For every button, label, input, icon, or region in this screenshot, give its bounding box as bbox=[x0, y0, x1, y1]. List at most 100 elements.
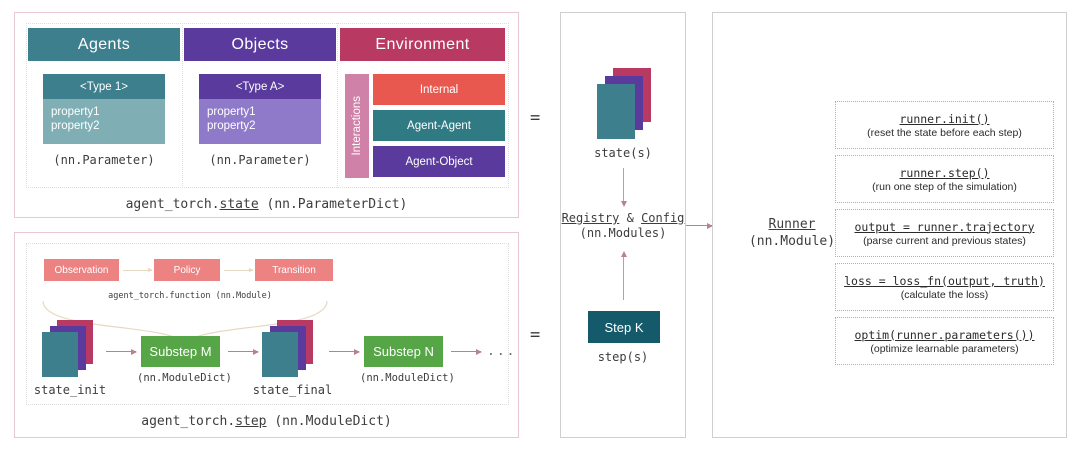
api-item-optim[interactable]: optim(runner.parameters()) (optimize lea… bbox=[835, 317, 1054, 365]
objects-header: Objects bbox=[184, 28, 336, 61]
environment-header-label: Environment bbox=[375, 35, 470, 53]
state-panel-caption: agent_torch.state (nn.ParameterDict) bbox=[15, 197, 518, 212]
substep-m-label: Substep M bbox=[149, 344, 212, 359]
interaction-agent-agent-label: Agent-Agent bbox=[407, 119, 471, 132]
column-divider-1 bbox=[182, 23, 183, 188]
objects-footer-label: (nn.Parameter) bbox=[209, 153, 311, 167]
substep-n-label: Substep N bbox=[373, 344, 434, 359]
api-trajectory-description: (parse current and previous states) bbox=[863, 234, 1026, 247]
interactions-bar: Interactions bbox=[345, 74, 369, 178]
state-init-stack bbox=[41, 320, 97, 378]
interaction-box-agent-object: Agent-Object bbox=[373, 146, 505, 177]
function-caption-label: agent_torch.function (nn.Module) bbox=[108, 291, 272, 301]
api-init-description: (reset the state before each step) bbox=[867, 126, 1022, 139]
step-panel: Observation Policy Transition agent_torc… bbox=[14, 232, 519, 438]
step-caption-keyword: step bbox=[235, 414, 267, 429]
objects-property-2: property2 bbox=[207, 120, 256, 132]
substep-n-module-label: (nn.ModuleDict) bbox=[360, 372, 455, 384]
runner-subtitle: (nn.Module) bbox=[748, 234, 836, 249]
substep-m-module-label: (nn.ModuleDict) bbox=[137, 372, 232, 384]
registry-config-sub-label: (nn.Modules) bbox=[579, 226, 667, 240]
objects-header-label: Objects bbox=[231, 35, 289, 53]
step-k-label: Step K bbox=[604, 319, 644, 335]
transition-label: Transition bbox=[272, 264, 316, 276]
runner-title: Runner bbox=[768, 217, 816, 232]
function-box-transition: Transition bbox=[255, 259, 333, 281]
runner-title-block: Runner (nn.Module) bbox=[737, 216, 847, 250]
state-inner-dotted-region bbox=[26, 23, 509, 188]
interaction-agent-object-label: Agent-Object bbox=[405, 155, 473, 168]
function-box-policy: Policy bbox=[154, 259, 220, 281]
equals-bottom-label: = bbox=[530, 325, 541, 345]
interactions-label: Interactions bbox=[351, 96, 363, 156]
stack-layer-front bbox=[597, 84, 635, 139]
api-loss-signature: loss = loss_fn(output, truth) bbox=[844, 273, 1045, 288]
step-inner-dotted-region bbox=[26, 243, 509, 405]
step-k-box: Step K bbox=[588, 311, 660, 343]
substep-m-caption: (nn.ModuleDict) bbox=[137, 372, 232, 384]
middle-panel: state(s) Registry & Config (nn.Modules) … bbox=[560, 12, 686, 438]
api-optim-signature: optim(runner.parameters()) bbox=[854, 327, 1035, 342]
state-caption-prefix: agent_torch. bbox=[125, 197, 220, 212]
objects-properties: property1 property2 bbox=[199, 99, 321, 144]
registry-amp: & bbox=[619, 211, 642, 225]
function-box-observation: Observation bbox=[44, 259, 119, 281]
arrow-substep-m-to-state-final bbox=[228, 348, 259, 355]
stack-layer-front bbox=[262, 332, 298, 377]
agents-header: Agents bbox=[28, 28, 180, 61]
agents-type-header: <Type 1> bbox=[43, 74, 165, 99]
arrow-policy-to-transition bbox=[224, 268, 254, 272]
substep-n-box: Substep N bbox=[364, 336, 443, 367]
agents-type-label: <Type 1> bbox=[80, 80, 128, 93]
observation-label: Observation bbox=[54, 264, 109, 276]
api-item-loss[interactable]: loss = loss_fn(output, truth) (calculate… bbox=[835, 263, 1054, 311]
arrow-states-to-registry bbox=[620, 168, 627, 207]
steps-label-wrap: step(s) bbox=[561, 350, 685, 364]
equals-sign-top: = bbox=[530, 108, 540, 128]
arrow-observation-to-policy bbox=[123, 268, 153, 272]
runner-panel: Runner (nn.Module) runner.init() (reset … bbox=[712, 12, 1067, 438]
states-label: state(s) bbox=[594, 146, 652, 160]
state-caption-suffix: (nn.ParameterDict) bbox=[258, 197, 408, 212]
registry-config-sub: (nn.Modules) bbox=[561, 226, 685, 240]
states-label-wrap: state(s) bbox=[561, 146, 685, 160]
agents-properties: property1 property2 bbox=[43, 99, 165, 144]
api-optim-description: (optimize learnable parameters) bbox=[870, 342, 1019, 355]
arrow-step-to-registry bbox=[620, 251, 627, 300]
api-loss-description: (calculate the loss) bbox=[900, 288, 989, 301]
interaction-box-internal: Internal bbox=[373, 74, 505, 105]
substep-n-caption: (nn.ModuleDict) bbox=[360, 372, 455, 384]
state-init-label: state_init bbox=[33, 383, 107, 397]
policy-label: Policy bbox=[173, 264, 201, 276]
state-init-label-wrap: state_init bbox=[25, 383, 115, 397]
step-ellipsis-label: ... bbox=[487, 344, 517, 359]
arrow-state-init-to-substep-m bbox=[106, 348, 137, 355]
agents-footer: (nn.Parameter) bbox=[28, 153, 180, 167]
stack-layer-front bbox=[42, 332, 78, 377]
agents-header-label: Agents bbox=[77, 35, 131, 53]
config-label: Config bbox=[641, 211, 685, 225]
state-final-stack bbox=[261, 320, 317, 378]
environment-header: Environment bbox=[340, 28, 505, 61]
arrow-state-final-to-substep-n bbox=[329, 348, 360, 355]
objects-property-1: property1 bbox=[207, 106, 256, 118]
states-stack bbox=[596, 68, 656, 140]
api-item-init[interactable]: runner.init() (reset the state before ea… bbox=[835, 101, 1054, 149]
state-panel: Agents <Type 1> property1 property2 (nn.… bbox=[14, 12, 519, 218]
agents-property-1: property1 bbox=[51, 106, 100, 118]
equals-top-label: = bbox=[530, 108, 541, 128]
step-caption-suffix: (nn.ModuleDict) bbox=[266, 414, 392, 429]
substep-m-box: Substep M bbox=[141, 336, 220, 367]
api-item-step[interactable]: runner.step() (run one step of the simul… bbox=[835, 155, 1054, 203]
function-caption: agent_torch.function (nn.Module) bbox=[75, 291, 305, 301]
api-item-trajectory[interactable]: output = runner.trajectory (parse curren… bbox=[835, 209, 1054, 257]
state-caption-keyword: state bbox=[219, 197, 259, 212]
step-panel-caption: agent_torch.step (nn.ModuleDict) bbox=[15, 414, 518, 429]
objects-type-label: <Type A> bbox=[235, 80, 285, 93]
state-final-label: state_final bbox=[252, 383, 333, 397]
equals-sign-bottom: = bbox=[530, 325, 540, 345]
agents-property-2: property2 bbox=[51, 120, 100, 132]
api-init-signature: runner.init() bbox=[899, 111, 990, 126]
column-divider-2 bbox=[337, 23, 338, 188]
